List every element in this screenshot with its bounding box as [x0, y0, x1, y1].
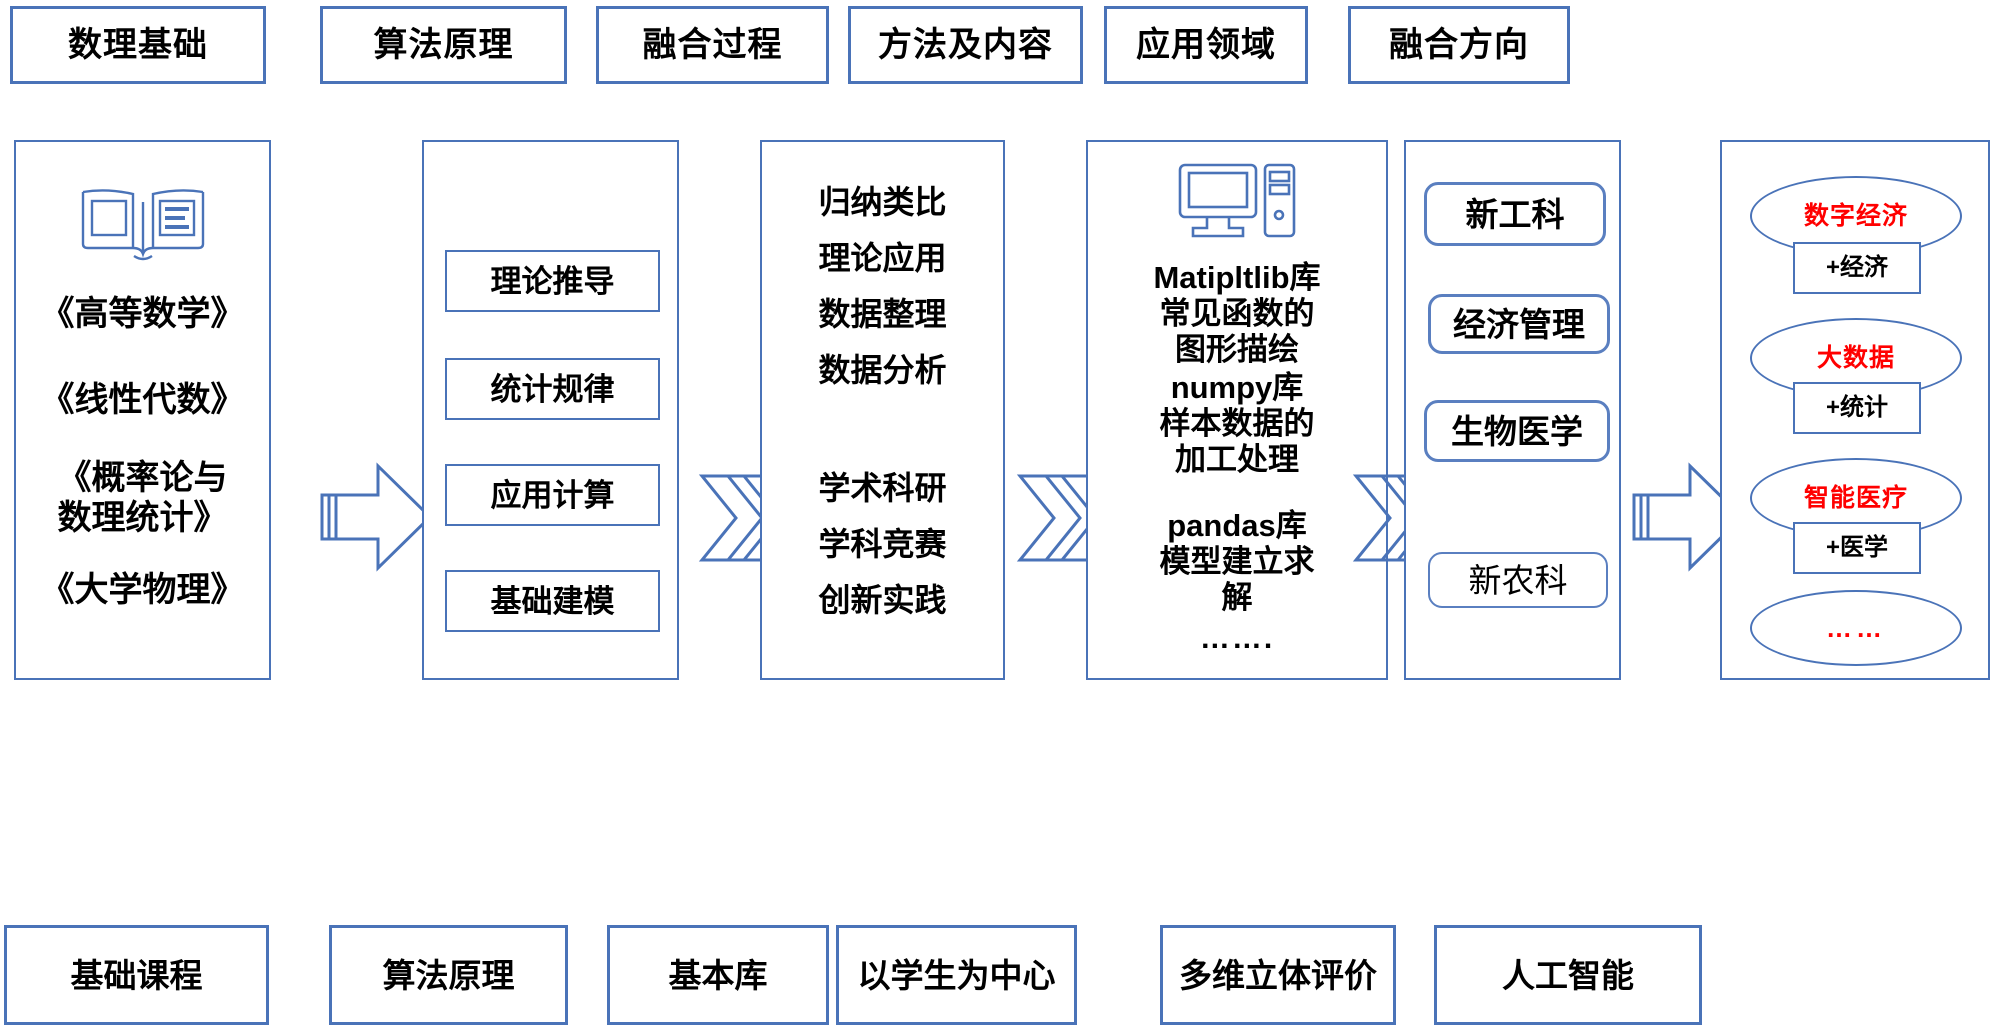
footer-box-3: 基本库: [607, 925, 829, 1025]
domain-item-label: 生物医学: [1451, 412, 1583, 450]
footer-label: 多维立体评价: [1179, 956, 1377, 994]
fusion-step-4: 数据分析: [762, 354, 1003, 386]
footer-box-6: 人工智能: [1434, 925, 1702, 1025]
course-label: 《大学物理》: [40, 571, 245, 609]
header-label: 数理基础: [68, 26, 208, 64]
domain-item-label: 经济管理: [1453, 305, 1585, 343]
fusion-outcome-label: 学术科研: [818, 470, 947, 506]
algorithm-item-label: 统计规律: [490, 371, 615, 407]
domain-item-label: 新农科: [1468, 561, 1568, 599]
footer-label: 人工智能: [1502, 956, 1634, 994]
column-panel-math-foundation: 《高等数学》 《线性代数》 《概率论与 数理统计》 《大学物理》: [14, 140, 271, 680]
algorithm-item-1: 理论推导: [445, 250, 660, 312]
course-label: 《高等数学》: [40, 295, 245, 333]
library-block-numpy: numpy库 样本数据的 加工处理: [1088, 370, 1386, 478]
fusion-step-label: 数据分析: [818, 352, 947, 388]
fusion-outcome-3: 创新实践: [762, 584, 1003, 616]
library-line: 常见函数的: [1159, 295, 1315, 331]
header-box-1: 数理基础: [10, 6, 266, 84]
domain-item-2: 经济管理: [1428, 294, 1610, 354]
header-box-3: 融合过程: [596, 6, 829, 84]
fusion-step-label: 理论应用: [818, 240, 947, 276]
column-panel-fusion-process: 归纳类比 理论应用 数据整理 数据分析 学术科研 学科竞赛 创新实践: [760, 140, 1005, 680]
header-label: 算法原理: [373, 26, 514, 64]
direction-tag-label: +经济: [1825, 254, 1888, 281]
footer-box-5: 多维立体评价: [1160, 925, 1396, 1025]
header-label: 融合方向: [1389, 26, 1529, 64]
course-item-2: 《线性代数》: [16, 380, 269, 420]
algorithm-item-label: 理论推导: [490, 263, 615, 299]
course-label-line2: 数理统计》: [57, 499, 228, 538]
domain-item-1: 新工科: [1424, 182, 1606, 246]
domain-item-3: 生物医学: [1424, 400, 1610, 462]
direction-tag-3: +医学: [1793, 522, 1921, 574]
algorithm-item-label: 应用计算: [490, 477, 615, 513]
library-line: 图形描绘: [1175, 331, 1299, 367]
direction-topic-label: 智能医疗: [1803, 483, 1908, 512]
domain-item-label: 新工科: [1465, 195, 1565, 233]
column-panel-fusion-direction: 数字经济 +经济 大数据 +统计 智能医疗 +医学 ……: [1720, 140, 1990, 680]
fusion-outcome-1: 学术科研: [762, 472, 1003, 504]
fusion-step-label: 归纳类比: [818, 184, 947, 220]
course-item-1: 《高等数学》: [16, 294, 269, 334]
arrow-connector-1: [320, 462, 433, 572]
column-panel-application-domain: 新工科 经济管理 生物医学 新农科: [1404, 140, 1621, 680]
header-box-5: 应用领域: [1104, 6, 1308, 84]
arrow-connector-5: [1632, 462, 1745, 572]
fusion-step-1: 归纳类比: [762, 186, 1003, 218]
direction-topic-label: 大数据: [1816, 343, 1895, 372]
column-panel-methods-content: Matipltlib库 常见函数的 图形描绘 numpy库 样本数据的 加工处理…: [1086, 140, 1388, 680]
footer-label: 基础课程: [70, 956, 203, 994]
library-ellipsis: …….: [1088, 624, 1386, 654]
footer-box-2: 算法原理: [329, 925, 568, 1025]
library-line: Matipltlib库: [1153, 260, 1321, 295]
library-line: 样本数据的: [1159, 405, 1315, 441]
footer-label: 基本库: [668, 956, 768, 994]
library-line: numpy库: [1170, 370, 1304, 405]
fusion-step-3: 数据整理: [762, 298, 1003, 330]
domain-item-4: 新农科: [1428, 552, 1608, 608]
algorithm-item-4: 基础建模: [445, 570, 660, 632]
course-item-3: 《概率论与 数理统计》: [16, 458, 269, 538]
fusion-step-2: 理论应用: [762, 242, 1003, 274]
fusion-outcome-label: 创新实践: [818, 582, 947, 618]
fusion-outcome-2: 学科竞赛: [762, 528, 1003, 560]
direction-tag-label: +医学: [1825, 534, 1888, 561]
fusion-outcome-label: 学科竞赛: [818, 526, 947, 562]
fusion-step-label: 数据整理: [818, 296, 947, 332]
library-block-matplotlib: Matipltlib库 常见函数的 图形描绘: [1088, 260, 1386, 368]
direction-tag-label: +统计: [1825, 394, 1888, 421]
library-block-pandas: pandas库 模型建立求 解: [1088, 508, 1386, 616]
direction-topic-more: ……: [1750, 590, 1962, 666]
algorithm-item-2: 统计规律: [445, 358, 660, 420]
open-book-icon: [77, 182, 209, 262]
ellipsis-label: …….: [1199, 622, 1275, 655]
column-panel-algorithm-principle: 理论推导 统计规律 应用计算 基础建模: [422, 140, 679, 680]
header-label: 方法及内容: [878, 26, 1053, 64]
desktop-computer-icon: [1177, 160, 1297, 246]
header-label: 应用领域: [1136, 26, 1276, 64]
header-box-2: 算法原理: [320, 6, 567, 84]
course-label: 《线性代数》: [40, 381, 245, 419]
library-line: 加工处理: [1175, 441, 1299, 477]
direction-tag-2: +统计: [1793, 382, 1921, 434]
course-item-4: 《大学物理》: [16, 570, 269, 610]
direction-more-label: ……: [1826, 613, 1886, 643]
algorithm-item-3: 应用计算: [445, 464, 660, 526]
footer-box-4: 以学生为中心: [836, 925, 1077, 1025]
direction-topic-label: 数字经济: [1803, 201, 1908, 230]
course-label-line1: 《概率论与: [57, 459, 228, 497]
library-line: pandas库: [1167, 508, 1307, 543]
algorithm-item-label: 基础建模: [490, 583, 615, 619]
library-line: 解: [1221, 579, 1253, 615]
footer-label: 算法原理: [382, 956, 515, 994]
header-box-6: 融合方向: [1348, 6, 1570, 84]
header-label: 融合过程: [642, 26, 783, 64]
library-line: 模型建立求: [1159, 543, 1315, 579]
footer-box-1: 基础课程: [4, 925, 269, 1025]
footer-label: 以学生为中心: [857, 956, 1056, 994]
direction-tag-1: +经济: [1793, 242, 1921, 294]
header-box-4: 方法及内容: [848, 6, 1083, 84]
